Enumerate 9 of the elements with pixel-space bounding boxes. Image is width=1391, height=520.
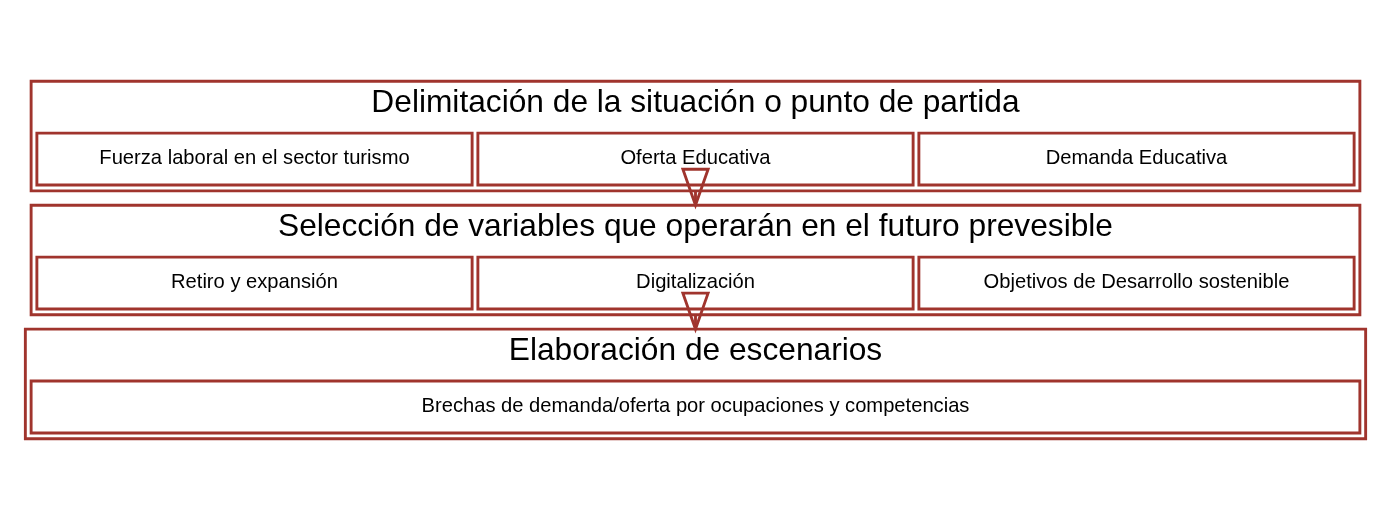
node-box: Objetivos de Desarrollo sostenible <box>917 255 1356 311</box>
node-box: Digitalización <box>476 255 915 311</box>
arrow <box>680 291 711 334</box>
node-box: Brechas de demanda/oferta por ocupaciones y competencias <box>29 379 1362 435</box>
node-box: Oferta Educativa <box>476 131 915 187</box>
node-box: Retiro y expansión <box>35 255 474 311</box>
node-box: Fuerza laboral en el sector turismo <box>35 131 474 187</box>
arrow <box>680 167 711 210</box>
node-box: Demanda Educativa <box>917 131 1356 187</box>
